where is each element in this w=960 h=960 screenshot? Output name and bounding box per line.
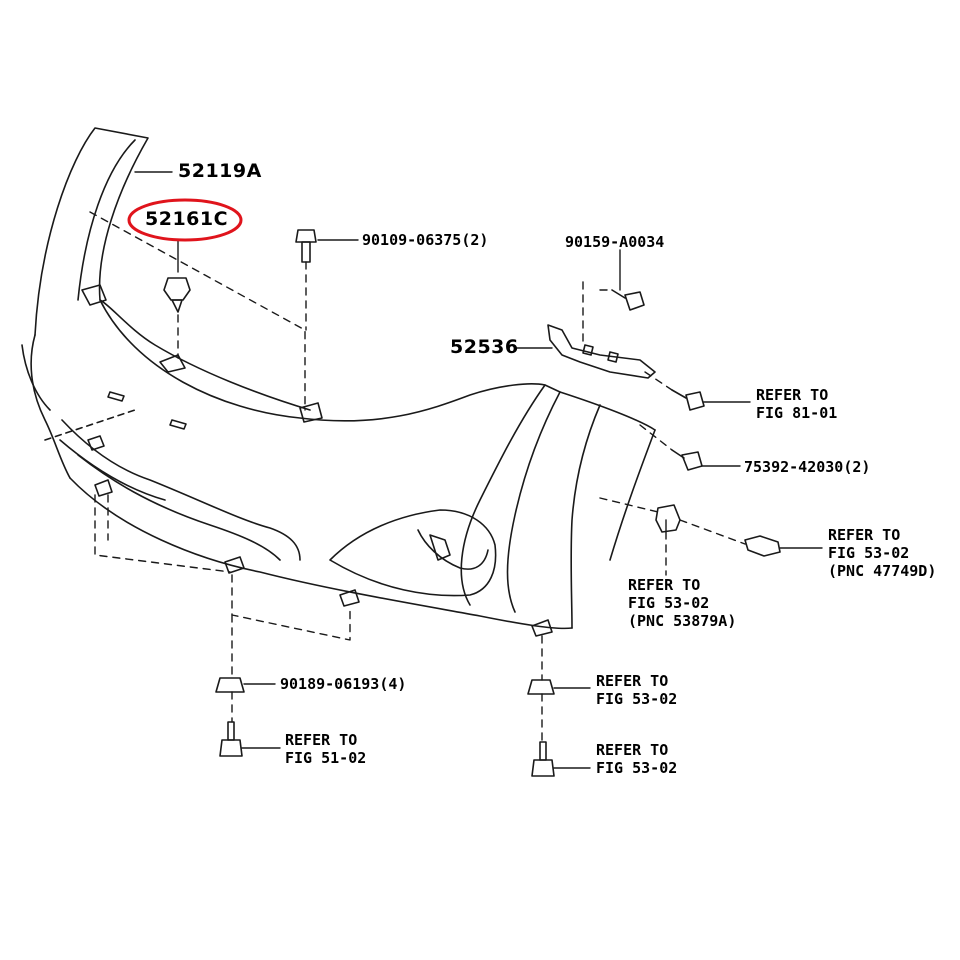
refer-fig-51-02: REFER TO FIG 51-02 [285, 731, 367, 767]
refer-fig-53-02-a: REFER TO FIG 53-02 [596, 672, 678, 708]
screw-fig5302-b [531, 741, 555, 777]
part-label-52161C: 52161C [145, 208, 229, 230]
nut-75392 [671, 449, 703, 471]
highlight-ellipse [127, 198, 243, 242]
screw-fig5102 [219, 721, 243, 757]
assembly-dashed-lines [89, 211, 746, 743]
refer-fig-53-02-b: REFER TO FIG 53-02 [596, 741, 678, 777]
part-label-90189-06193: 90189-06193(4) [280, 675, 407, 693]
refer-fig-53-02-pnc-47749d: REFER TO FIG 53-02 (PNC 47749D) [828, 526, 937, 580]
part-label-90159-A0034: 90159-A0034 [565, 233, 665, 251]
clip-fig5302-a [527, 679, 555, 695]
refer-fig-53-02-pnc-53879a: REFER TO FIG 53-02 (PNC 53879A) [628, 576, 737, 630]
part-label-52536: 52536 [450, 336, 519, 358]
leader-lines [134, 171, 823, 769]
screw-90159 [611, 289, 645, 311]
clip-90189 [215, 677, 245, 693]
part-label-52119A: 52119A [178, 160, 262, 182]
connector-47749d [744, 535, 781, 557]
part-label-75392-42030: 75392-42030(2) [744, 458, 871, 476]
sensor-clip-53879a [655, 504, 681, 533]
part-label-90109-06375: 90109-06375(2) [362, 231, 489, 249]
screw-fig8101 [671, 389, 705, 411]
retainer-52536 [547, 324, 656, 379]
bolt-90109 [295, 229, 317, 263]
bumper-cover [21, 127, 656, 637]
refer-fig-81-01: REFER TO FIG 81-01 [756, 386, 838, 422]
clip-52161C [163, 277, 191, 313]
